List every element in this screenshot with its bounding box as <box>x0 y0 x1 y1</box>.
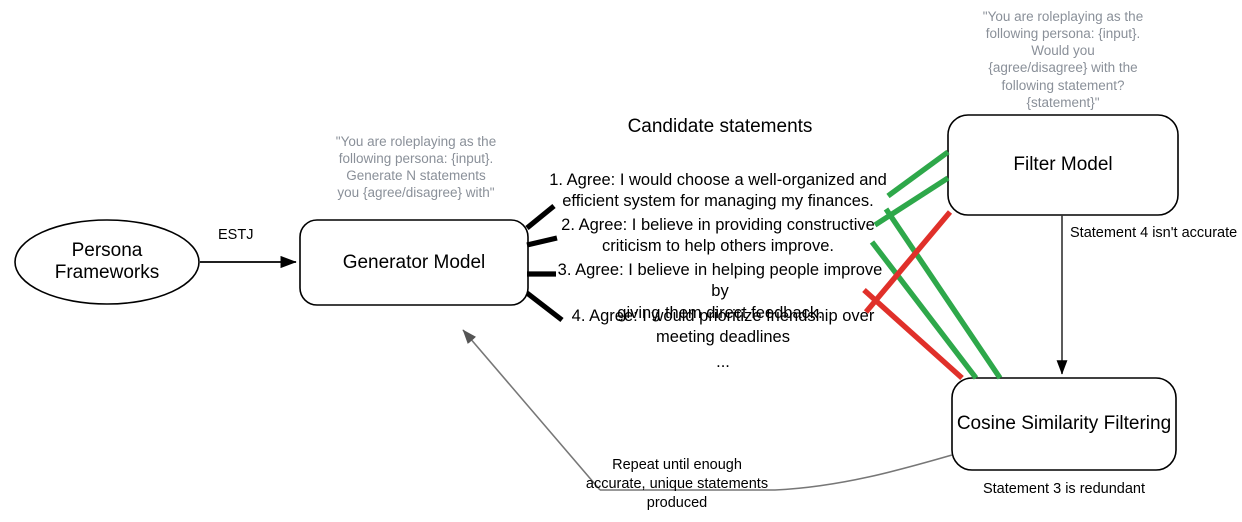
statement-4: 4. Agree: I would prioritize friendship … <box>560 306 886 349</box>
filter-prompt-text: "You are roleplaying as the following pe… <box>968 8 1158 111</box>
edge-label-statement-4-inaccurate: Statement 4 isn't accurate <box>1070 225 1238 241</box>
persona-frameworks-label-line1: Persona <box>71 240 143 261</box>
persona-frameworks-label: Persona Frameworks <box>15 232 199 292</box>
filter-prompt-line-6: {statement}" <box>1026 94 1100 110</box>
statement-3-line-1: 3. Agree: I believe in helping people im… <box>557 261 883 301</box>
statement-2-line-1: 2. Agree: I believe in providing constru… <box>561 216 875 234</box>
repeat-loop-line-1: Repeat until enough <box>612 457 742 473</box>
repeat-loop-label: Repeat until enough accurate, unique sta… <box>570 456 784 513</box>
link-statement-2-to-filter-model <box>873 175 950 228</box>
caption-statement-3-redundant: Statement 3 is redundant <box>982 481 1146 497</box>
statement-4-line-1: 4. Agree: I would prioritize friendship … <box>571 307 875 325</box>
candidate-statements-title: Candidate statements <box>627 116 813 137</box>
generator-tick-1 <box>525 203 556 231</box>
generator-prompt-line-2: following persona: {input}. <box>338 151 494 167</box>
filter-prompt-line-2: following persona: {input}. <box>985 26 1141 42</box>
statement-1-line-2: efficient system for managing my finance… <box>562 192 874 211</box>
filter-model-label: Filter Model <box>1013 154 1113 175</box>
link-statement-3-redundant <box>863 210 953 314</box>
filter-prompt-line-5: following statement? <box>1001 77 1125 93</box>
filter-prompt-line-4: {agree/disagree} with the <box>988 60 1138 76</box>
statement-1: 1. Agree: I would choose a well-organize… <box>548 170 888 213</box>
persona-frameworks-node[interactable] <box>14 219 200 305</box>
generator-prompt-text: "You are roleplaying as the following pe… <box>318 133 514 202</box>
generator-model-node[interactable] <box>299 219 529 306</box>
repeat-loop-line-2: accurate, unique statements <box>585 476 769 493</box>
statement-1-line-1: 1. Agree: I would choose a well-organize… <box>549 171 887 189</box>
statement-3: 3. Agree: I believe in helping people im… <box>548 260 892 324</box>
edge-repeat-loop <box>600 454 953 491</box>
generator-prompt-line-1: "You are roleplaying as the <box>335 134 497 149</box>
link-statement-2-to-cosine <box>869 240 979 380</box>
link-statement-1-to-filter-model <box>886 149 950 199</box>
filter-prompt-line-3: Would you <box>1031 43 1095 59</box>
repeat-loop-line-3: produced <box>646 495 708 512</box>
generator-prompt-line-3: Generate N statements <box>346 168 486 184</box>
statement-3-line-2: giving them direct feedback. <box>617 303 823 322</box>
statement-4-line-2: meeting deadlines <box>656 328 790 347</box>
generator-model-label: Generator Model <box>342 251 486 273</box>
generator-tick-4 <box>525 290 564 323</box>
link-statement-1-to-cosine <box>883 207 1003 380</box>
statement-ellipsis: ... <box>716 353 730 371</box>
generator-prompt-line-4: you {agree/disagree} with" <box>337 185 495 201</box>
filter-prompt-line-1: "You are roleplaying as the <box>982 9 1144 24</box>
statement-2-line-2: criticism to help others improve. <box>602 237 834 256</box>
edge-label-estj: ESTJ <box>218 227 254 243</box>
link-statement-4-inaccurate <box>862 287 964 381</box>
cosine-similarity-filtering-label: Cosine Similarity Filtering <box>956 413 1172 434</box>
statement-2: 2. Agree: I believe in providing constru… <box>548 215 888 258</box>
edge-repeat-loop-arrow <box>462 329 601 491</box>
cosine-similarity-filtering-node[interactable] <box>951 377 1177 471</box>
persona-frameworks-label-line2: Frameworks <box>54 262 160 283</box>
filter-model-node[interactable] <box>947 114 1179 216</box>
generator-tick-2 <box>526 235 558 248</box>
